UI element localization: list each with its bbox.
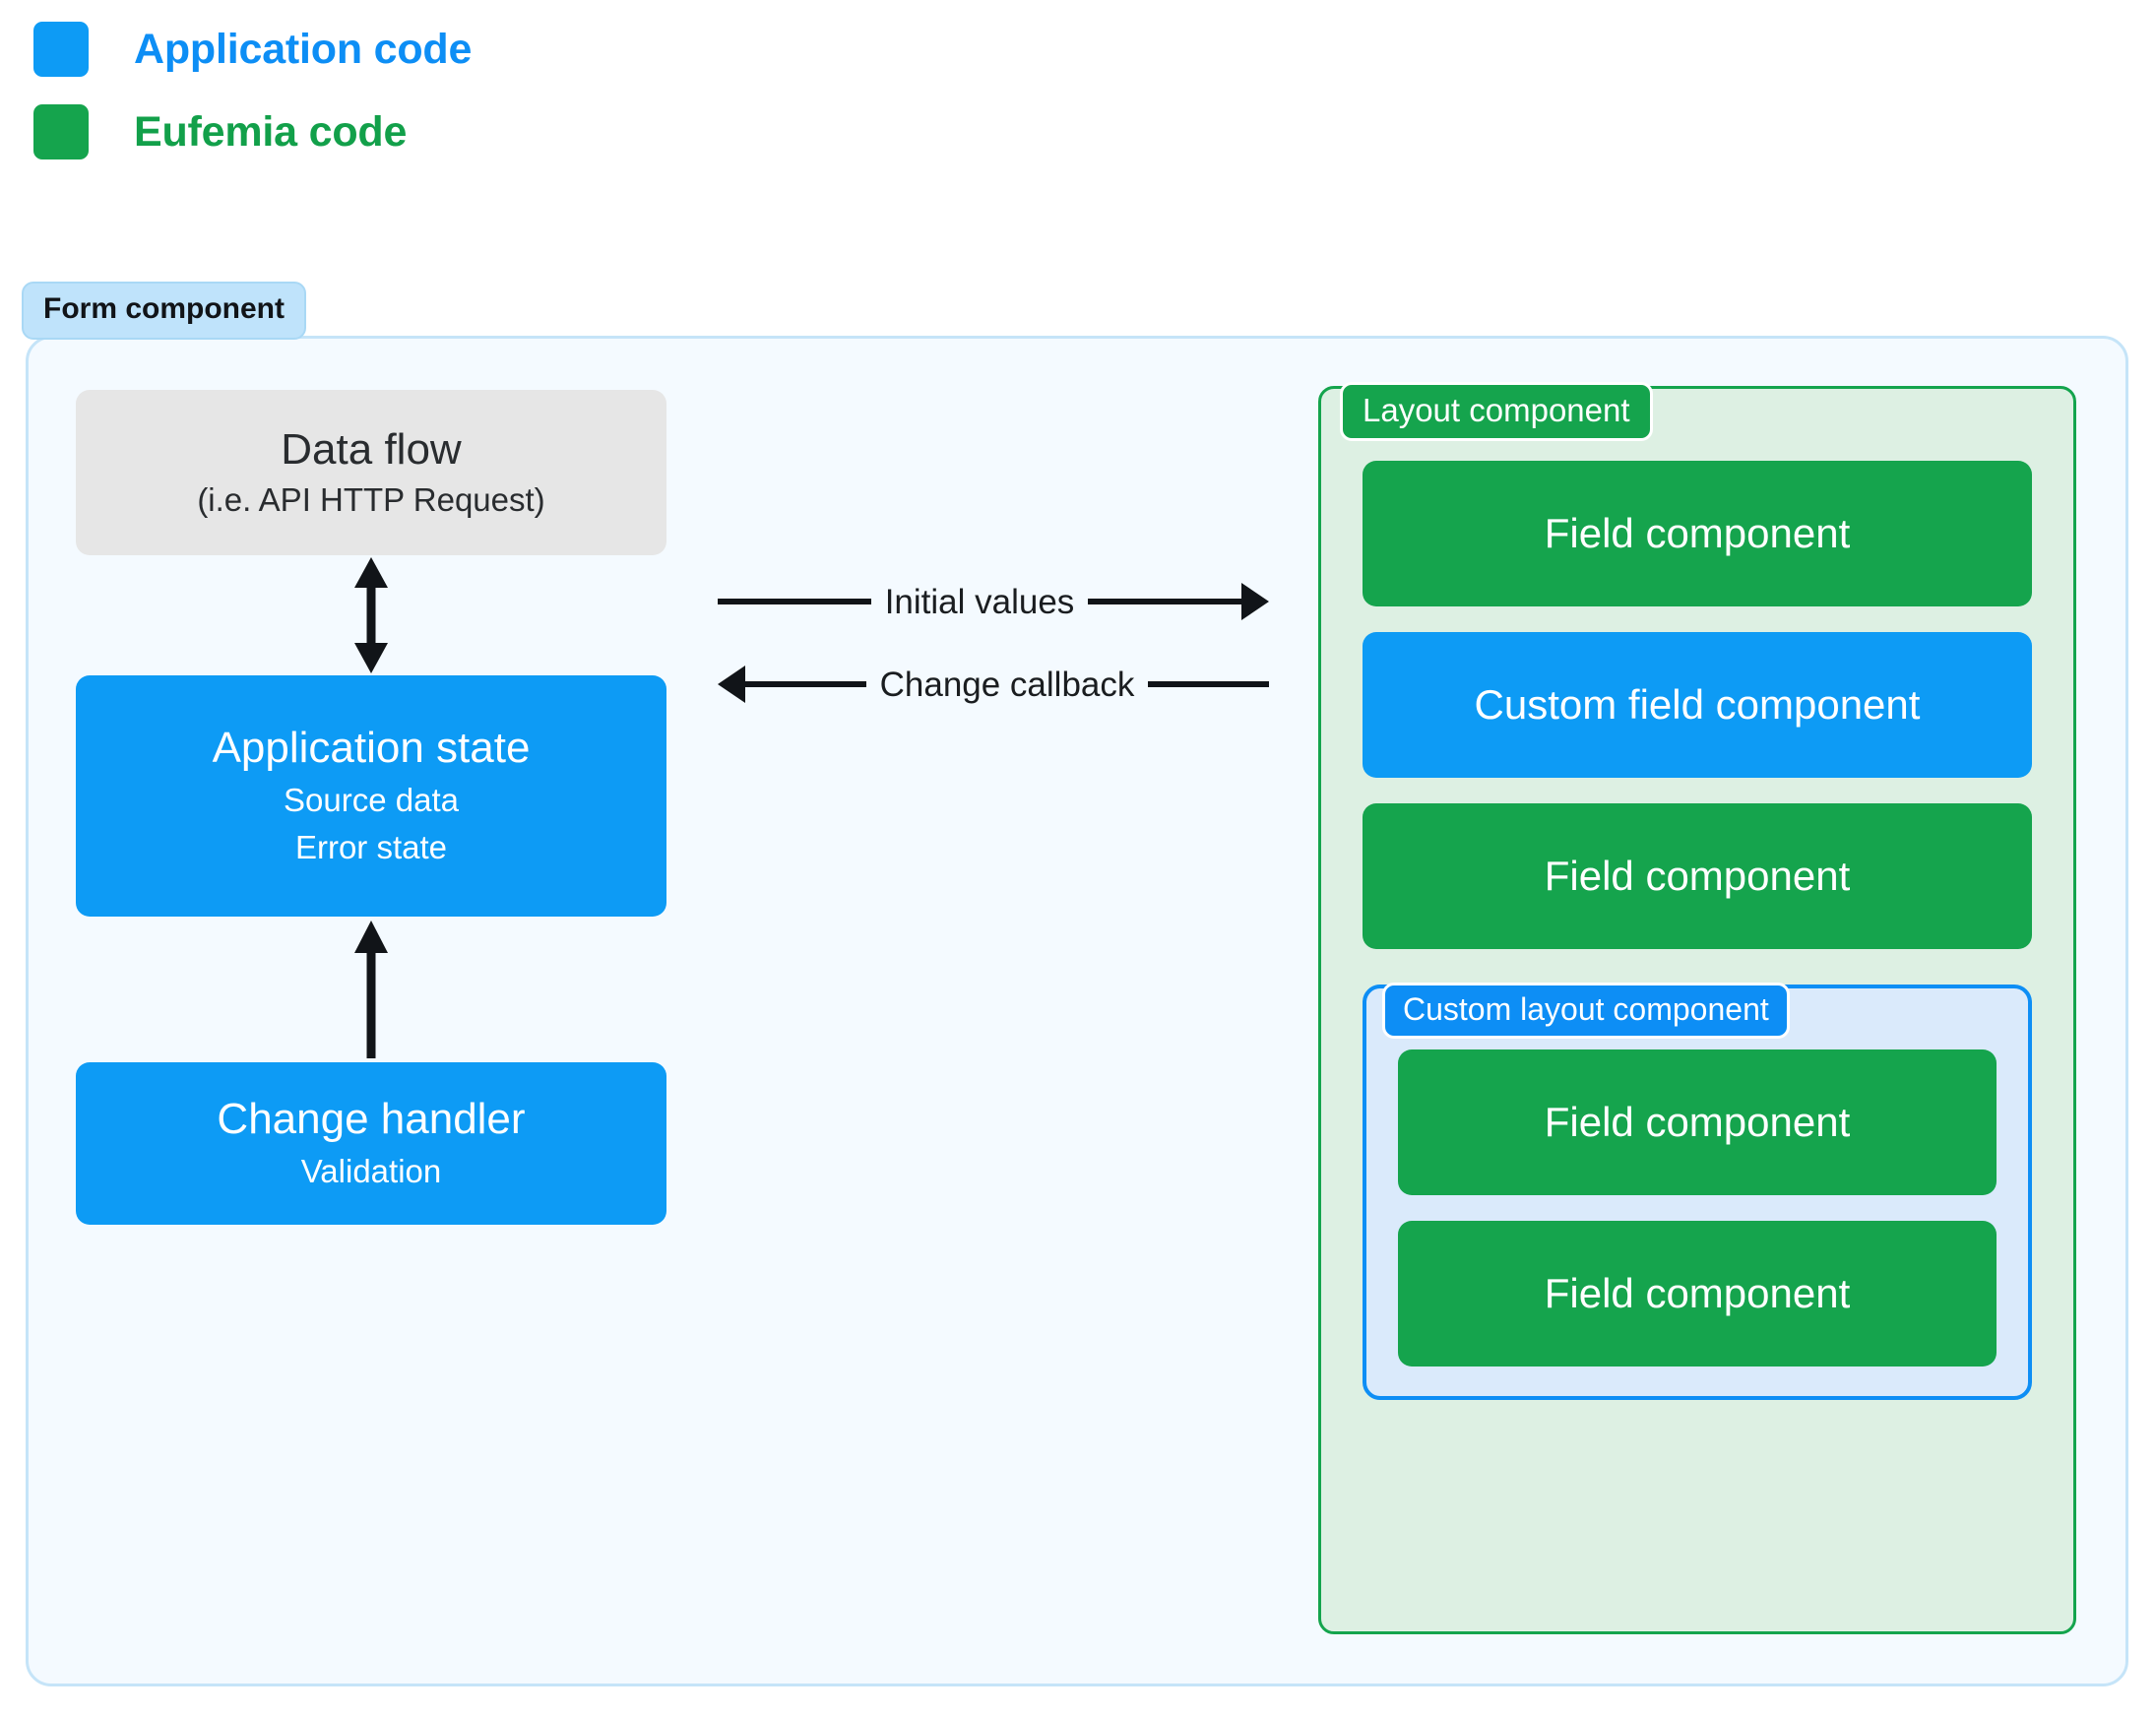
up-arrow-icon <box>354 921 388 1058</box>
application-state-line-source-data: Source data <box>284 781 459 818</box>
custom-field-component-box: Custom field component <box>1363 632 2032 778</box>
double-headed-arrow-dataflow-appstate <box>76 555 666 675</box>
change-handler-box: Change handler Validation <box>76 1062 666 1225</box>
data-flow-box: Data flow (i.e. API HTTP Request) <box>76 390 666 555</box>
field-component-box-1: Field component <box>1363 461 2032 606</box>
arrow-label-initial-values: Initial values <box>884 582 1075 621</box>
legend-item-application-code: Application code <box>33 22 472 77</box>
layout-component-wrapper: Layout component Field component Custom … <box>1318 382 2076 1634</box>
legend-item-eufemia-code: Eufemia code <box>33 104 472 159</box>
form-component-container: Data flow (i.e. API HTTP Request) Applic… <box>26 336 2128 1686</box>
form-component-badge: Form component <box>22 282 306 340</box>
field-component-box-3: Field component <box>1398 1049 1997 1195</box>
arrow-line-left-segment <box>718 599 871 604</box>
change-handler-title: Change handler <box>217 1095 526 1144</box>
application-state-title: Application state <box>212 723 531 772</box>
field-component-label: Field component <box>1544 1099 1851 1145</box>
field-component-label: Field component <box>1544 510 1851 556</box>
application-state-line-error-state: Error state <box>294 829 448 866</box>
data-flow-title: Data flow <box>281 424 462 474</box>
data-flow-subtitle: (i.e. API HTTP Request) <box>197 480 545 518</box>
custom-layout-component-box: Custom layout component Field component … <box>1363 983 2032 1400</box>
application-state-box: Application state Source data Error stat… <box>76 675 666 917</box>
change-handler-line-validation: Validation <box>300 1153 442 1189</box>
legend-label-application-code: Application code <box>134 25 473 73</box>
arrow-change-callback: Change callback <box>718 654 1269 715</box>
custom-field-component-label: Custom field component <box>1474 681 1921 728</box>
arrow-initial-values: Initial values <box>718 571 1270 632</box>
left-column: Data flow (i.e. API HTTP Request) Applic… <box>76 390 666 1225</box>
layout-component-badge: Layout component <box>1340 382 1653 441</box>
up-arrow-changehandler-appstate <box>76 917 666 1062</box>
field-component-label: Field component <box>1544 853 1851 899</box>
field-component-box-2: Field component <box>1363 803 2032 949</box>
middle-arrows: Initial values Change callback <box>718 571 1270 715</box>
double-headed-arrow-icon <box>354 557 388 673</box>
arrow-line-right-segment <box>1148 681 1269 687</box>
arrow-head-left-icon <box>718 666 745 703</box>
legend-label-eufemia-code: Eufemia code <box>134 107 408 156</box>
arrow-label-change-callback: Change callback <box>879 665 1135 704</box>
field-component-label: Field component <box>1544 1270 1851 1316</box>
custom-layout-component-badge: Custom layout component <box>1382 983 1790 1039</box>
layout-component-children: Field component Custom field component F… <box>1318 386 2076 1433</box>
arrow-head-right-icon <box>1241 583 1270 620</box>
legend-swatch-application-code <box>33 22 89 77</box>
arrow-line-left-segment <box>745 681 866 687</box>
field-component-box-4: Field component <box>1398 1221 1997 1366</box>
arrow-line-right-segment <box>1088 599 1242 604</box>
legend-swatch-eufemia-code <box>33 104 89 159</box>
legend: Application code Eufemia code <box>33 22 472 159</box>
